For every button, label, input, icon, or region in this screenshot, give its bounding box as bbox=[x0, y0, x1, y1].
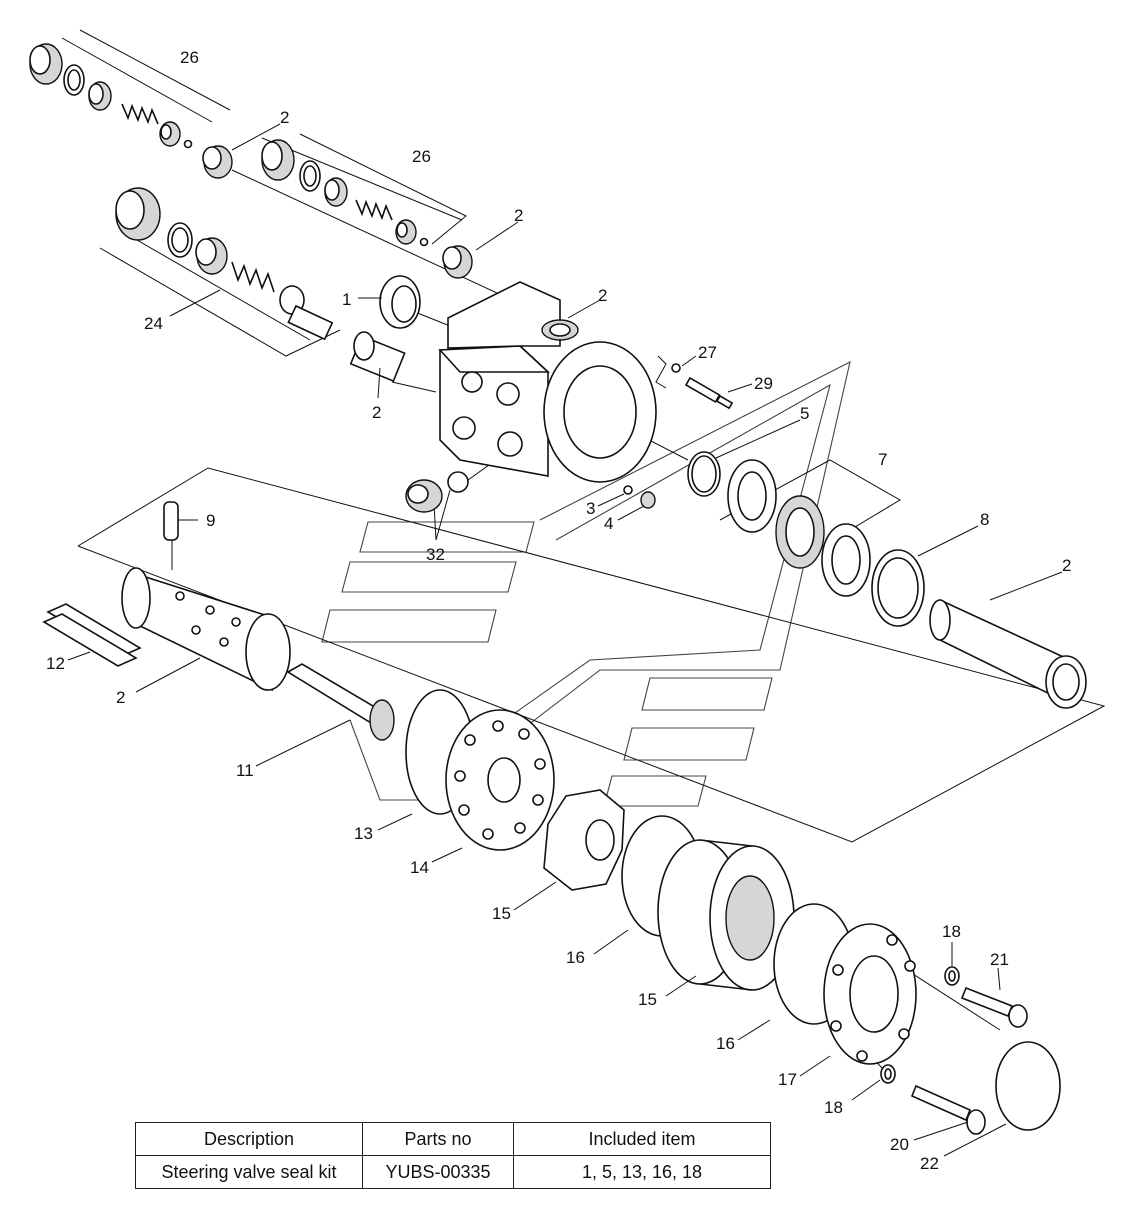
group-outline-main bbox=[77, 467, 1106, 843]
part-26-mid-spring bbox=[355, 199, 393, 221]
part-2-plug-b bbox=[442, 245, 473, 279]
part-29-pin bbox=[684, 376, 734, 410]
cell-parts-no: YUBS-00335 bbox=[362, 1155, 514, 1189]
part-15-rotor bbox=[543, 789, 625, 891]
callout-2-b: 2 bbox=[514, 206, 523, 225]
part-22-cover bbox=[995, 1041, 1061, 1131]
part-18-washer-b bbox=[880, 1064, 896, 1084]
callout-2-c: 2 bbox=[598, 286, 607, 305]
callout-24: 24 bbox=[144, 314, 163, 333]
callout-9: 9 bbox=[206, 511, 215, 530]
callout-15-b: 15 bbox=[638, 990, 657, 1009]
part-7-washer-b bbox=[821, 523, 871, 597]
callout-22: 22 bbox=[920, 1154, 939, 1173]
part-4-screw bbox=[640, 491, 656, 509]
callout-16-b: 16 bbox=[716, 1034, 735, 1053]
part-17-end-cap bbox=[823, 923, 917, 1065]
callout-29: 29 bbox=[754, 374, 773, 393]
part-18-washer-a bbox=[944, 966, 960, 986]
part-26-mid-plug bbox=[261, 139, 295, 181]
valve-housing bbox=[438, 281, 657, 483]
part-26-top-seat bbox=[88, 81, 112, 111]
callout-27: 27 bbox=[698, 343, 717, 362]
callout-16-a: 16 bbox=[566, 948, 585, 967]
callout-1: 1 bbox=[342, 290, 351, 309]
part-26-top-plug bbox=[29, 43, 63, 85]
group-outline-26-top bbox=[61, 29, 231, 123]
seal-kit-table: Description Parts no Included item Steer… bbox=[135, 1122, 771, 1189]
part-26-top-oring bbox=[63, 64, 85, 96]
part-3-ball bbox=[623, 485, 633, 495]
callout-4: 4 bbox=[604, 514, 613, 533]
callout-13: 13 bbox=[354, 824, 373, 843]
part-9-pin bbox=[163, 501, 179, 541]
callout-20: 20 bbox=[890, 1135, 909, 1154]
part-24-spring bbox=[231, 261, 275, 293]
callout-26-mid: 26 bbox=[412, 147, 431, 166]
cell-included-item: 1, 5, 13, 16, 18 bbox=[513, 1155, 771, 1189]
callout-15-a: 15 bbox=[492, 904, 511, 923]
part-26-mid-poppet bbox=[395, 219, 417, 245]
part-11-drive-shaft bbox=[286, 663, 395, 741]
callout-2-f: 2 bbox=[116, 688, 125, 707]
part-24-seat bbox=[195, 237, 228, 275]
part-8-ring bbox=[871, 549, 925, 627]
part-20-bolt bbox=[910, 1084, 986, 1135]
part-2-housing-plug bbox=[549, 323, 571, 337]
part-24-plug bbox=[115, 187, 161, 241]
column-header-parts-no: Parts no bbox=[362, 1122, 514, 1156]
part-26-mid-oring bbox=[299, 160, 321, 192]
callout-2-a: 2 bbox=[280, 108, 289, 127]
part-24-oring bbox=[167, 222, 193, 258]
table-header-row: Description Parts no Included item bbox=[135, 1122, 771, 1156]
callout-2-d: 2 bbox=[372, 403, 381, 422]
group-outline-26-mid bbox=[261, 133, 467, 245]
cell-description: Steering valve seal kit bbox=[135, 1155, 363, 1189]
part-1-ring bbox=[379, 275, 421, 329]
part-2-fitting-c bbox=[349, 331, 406, 383]
part-32-plug bbox=[405, 479, 443, 513]
callout-32: 32 bbox=[426, 545, 445, 564]
part-32-oring bbox=[447, 471, 469, 493]
callout-2-e: 2 bbox=[1062, 556, 1071, 575]
part-24-spool bbox=[279, 285, 334, 341]
callout-18-a: 18 bbox=[942, 922, 961, 941]
column-header-description: Description bbox=[135, 1122, 363, 1156]
part-5-oring bbox=[687, 451, 721, 497]
part-26-top-poppet bbox=[159, 121, 181, 147]
table-row: Steering valve seal kit YUBS-00335 1, 5,… bbox=[135, 1155, 771, 1189]
part-27-ball bbox=[671, 363, 681, 373]
part-26-mid-seat bbox=[324, 177, 348, 207]
part-14-distributor-plate bbox=[445, 709, 555, 851]
part-2-spool bbox=[121, 567, 291, 692]
callout-12: 12 bbox=[46, 654, 65, 673]
callout-14: 14 bbox=[410, 858, 429, 877]
watermark-logo bbox=[321, 360, 851, 807]
part-7-washer-a bbox=[727, 459, 777, 533]
callout-8: 8 bbox=[980, 510, 989, 529]
part-26-mid-ball bbox=[419, 237, 429, 247]
callout-11: 11 bbox=[236, 761, 254, 780]
callout-leaders bbox=[67, 123, 1063, 1157]
part-26-top-ball bbox=[183, 139, 193, 149]
part-7-needle-bearing bbox=[775, 495, 825, 569]
callout-26-top: 26 bbox=[180, 48, 199, 67]
part-2-plug-a bbox=[202, 145, 233, 179]
part-15-stator bbox=[657, 839, 795, 991]
callout-21: 21 bbox=[990, 950, 1009, 969]
callout-7: 7 bbox=[878, 450, 887, 469]
callout-3: 3 bbox=[586, 499, 595, 518]
callout-17: 17 bbox=[778, 1070, 797, 1089]
part-21-bolt bbox=[960, 986, 1028, 1028]
part-26-top-spring bbox=[121, 103, 159, 125]
callout-5: 5 bbox=[800, 404, 809, 423]
column-header-included-item: Included item bbox=[513, 1122, 771, 1156]
callout-18-b: 18 bbox=[824, 1098, 843, 1117]
part-12-leaf-springs bbox=[42, 603, 142, 667]
part-2-sleeve bbox=[929, 598, 1087, 709]
